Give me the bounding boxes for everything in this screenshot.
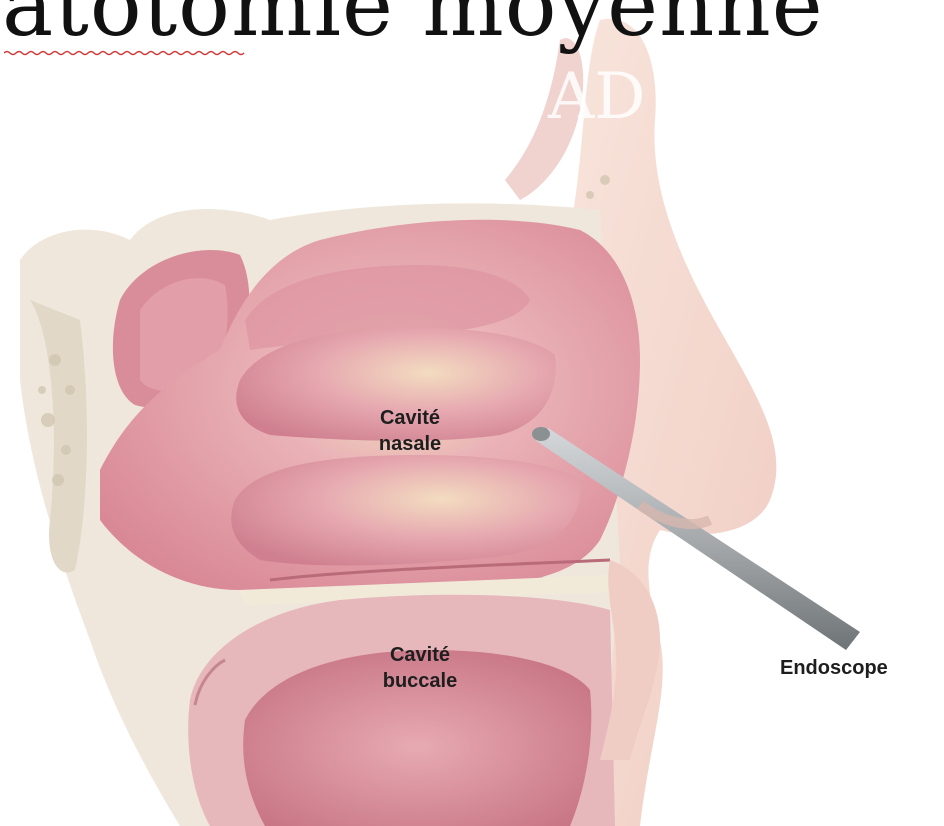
label-nasal-cavity: Cavité nasale: [340, 405, 480, 457]
slide-title: atotomie moyenne: [2, 0, 824, 56]
oral-cavity-region: [188, 595, 615, 826]
label-oral-line-1: Cavité: [350, 642, 490, 668]
spellcheck-underline: [4, 50, 248, 56]
label-endoscope: Endoscope: [780, 655, 940, 681]
label-oral-line-2: buccale: [350, 668, 490, 694]
label-nasal-line-1: Cavité: [340, 405, 480, 431]
label-oral-cavity: Cavité buccale: [350, 642, 490, 694]
watermark-text: AD: [547, 60, 646, 134]
label-nasal-line-2: nasale: [340, 431, 480, 457]
